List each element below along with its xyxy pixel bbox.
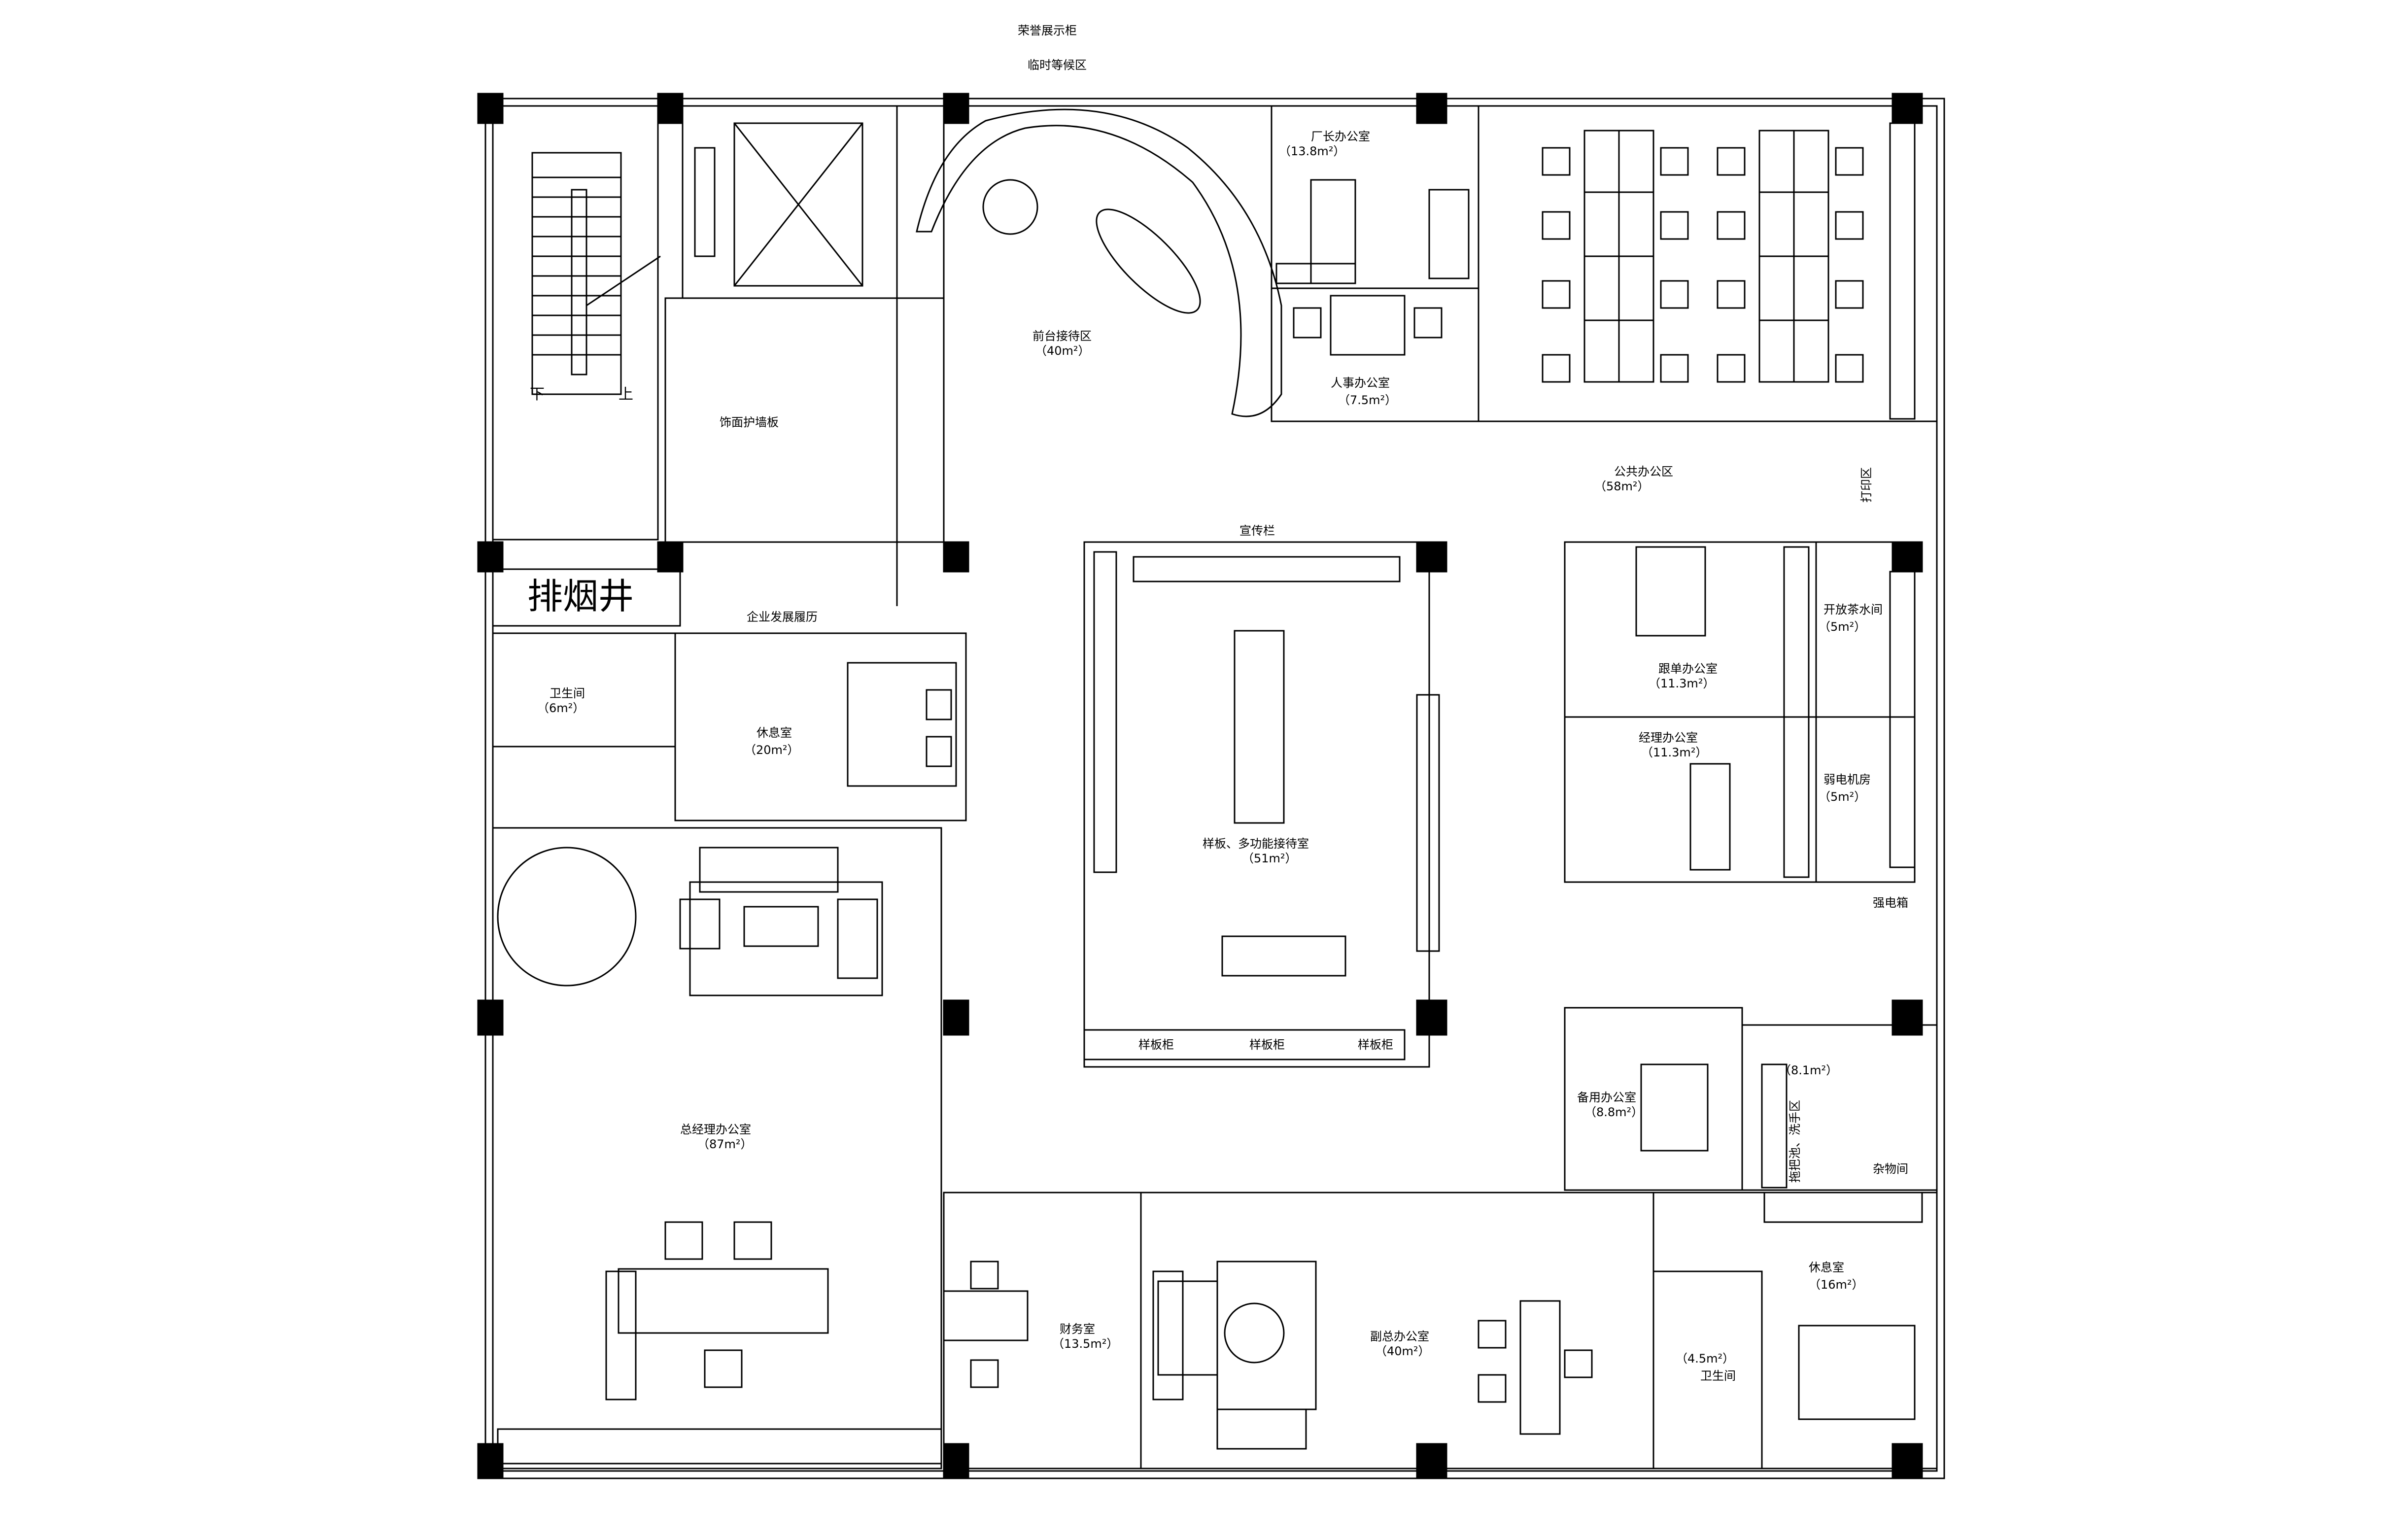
label-storage: 杂物间 (1873, 1162, 1908, 1176)
lounge (674, 632, 967, 821)
followup-office-box (1564, 541, 1817, 718)
label-followup-area: （11.3m²） (1649, 677, 1715, 690)
label-manager-office: 经理办公室 (1639, 731, 1698, 745)
label-print-area: 打印区 (1859, 467, 1873, 503)
label-stair-down: 下 (530, 386, 545, 403)
label-stair-up: 上 (619, 386, 633, 403)
label-sample-cabinet-1: 样板柜 (1138, 1038, 1174, 1052)
label-smoke-shaft: 排烟井 (527, 576, 634, 617)
label-lounge-2: 休息室 (1809, 1261, 1844, 1274)
label-vice-gm: 副总办公室 (1370, 1330, 1429, 1343)
vice-gm-office (1140, 1192, 1654, 1469)
label-factory-director-area: （13.8m²） (1279, 144, 1345, 158)
room-labels: 荣誉展示柜 临时等候区 厂长办公室 （13.8m²） 前台接待区 （40m²） … (527, 24, 1908, 1383)
label-waiting-area: 临时等候区 (1028, 58, 1087, 72)
label-display-cabinet: 荣誉展示柜 (1018, 24, 1077, 37)
gm-office (492, 827, 942, 1469)
label-lounge: 休息室 (757, 726, 792, 740)
label-tea-area: （5m²） (1819, 620, 1866, 634)
label-restroom: 卫生间 (550, 686, 585, 700)
label-weak-room: 弱电机房 (1823, 773, 1871, 786)
elevator (682, 105, 945, 299)
label-power-box: 强电箱 (1873, 896, 1908, 910)
staircase (492, 105, 661, 541)
label-gm-area: （87m²） (697, 1137, 753, 1151)
outer-wall (484, 98, 1945, 1479)
label-manager-area: （11.3m²） (1641, 746, 1707, 759)
label-reception-area: （40m²） (1035, 344, 1090, 358)
label-public-office: 公共办公区 (1614, 465, 1673, 478)
label-reception: 前台接待区 (1032, 329, 1092, 343)
smoke-shaft-box (492, 568, 681, 627)
label-restroom-2-area: （4.5m²） (1676, 1352, 1734, 1366)
showroom (1083, 541, 1440, 1068)
factory-director-office (1271, 105, 1479, 289)
label-spare-area: （8.8m²） (1584, 1105, 1643, 1119)
label-showroom-area: （51m²） (1242, 852, 1297, 865)
label-washroom-area: （8.1m²） (1779, 1063, 1838, 1077)
lounge-2 (1652, 1192, 1938, 1469)
label-vice-gm-area: （40m²） (1375, 1344, 1430, 1358)
label-gm-office: 总经理办公室 (680, 1123, 751, 1136)
lobby (664, 297, 945, 543)
label-tea-room: 开放茶水间 (1823, 603, 1883, 616)
label-sample-cabinet-3: 样板柜 (1358, 1038, 1393, 1052)
public-office-desks (1478, 105, 1938, 422)
label-followup-office: 跟单办公室 (1658, 662, 1718, 676)
label-hr-area: （7.5m²） (1338, 393, 1397, 407)
label-spare-office: 备用办公室 (1577, 1091, 1636, 1104)
label-lounge-2-area: （16m²） (1809, 1278, 1864, 1292)
label-publicity-board: 宣传栏 (1239, 524, 1275, 538)
label-weak-area: （5m²） (1819, 790, 1866, 804)
label-history-gallery: 企业发展履历 (747, 610, 818, 624)
label-hr-office: 人事办公室 (1331, 376, 1390, 390)
label-public-area: （58m²） (1594, 479, 1650, 493)
inner-wall (492, 105, 1938, 1472)
finance-office (943, 1192, 1142, 1469)
label-mop-basin: 拖把池、洗手区 (1788, 1100, 1802, 1183)
label-lounge-area: （20m²） (744, 743, 799, 757)
label-restroom-area: （6m²） (537, 701, 585, 715)
label-decor-panel: 饰面护墙板 (720, 415, 779, 429)
label-showroom: 样板、多功能接待室 (1203, 837, 1309, 851)
label-finance-area: （13.5m²） (1052, 1337, 1118, 1351)
reception-area (916, 108, 1282, 417)
label-factory-director: 厂长办公室 (1311, 130, 1370, 143)
label-finance: 财务室 (1060, 1322, 1095, 1336)
label-restroom-2: 卫生间 (1700, 1369, 1736, 1383)
label-sample-cabinet-2: 样板柜 (1249, 1038, 1285, 1052)
washroom-box (1741, 1024, 1938, 1191)
